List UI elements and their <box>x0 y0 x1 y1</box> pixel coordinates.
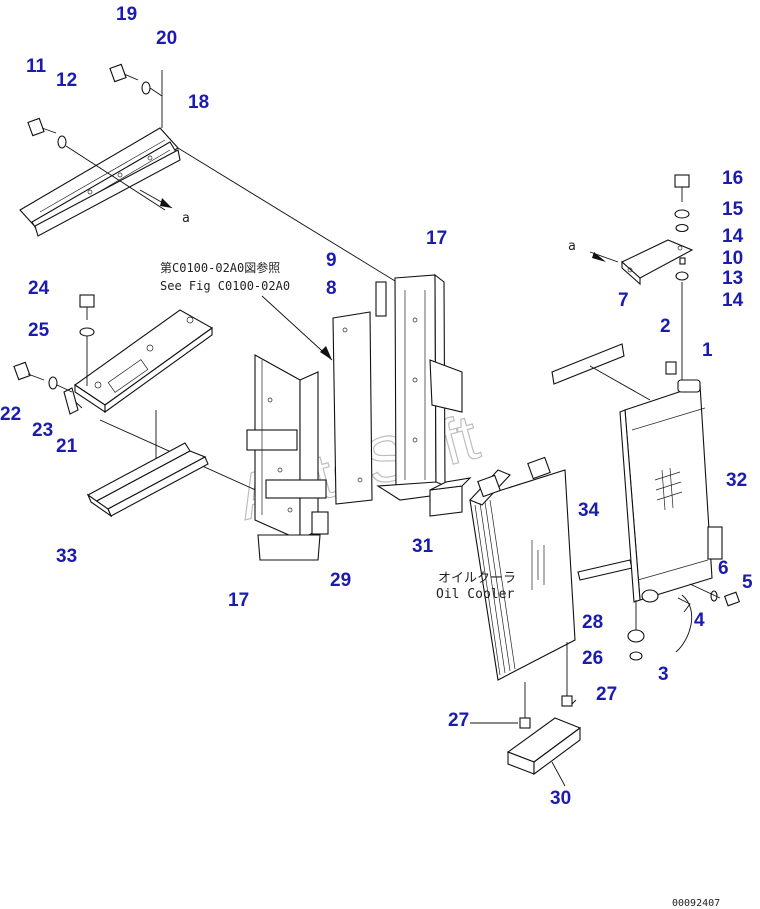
part-number-labels: 19 20 11 12 18 16 15 14 10 13 14 17 9 8 … <box>0 4 753 809</box>
bolt-part-16 <box>674 174 690 202</box>
part-label-23: 22 <box>0 404 21 425</box>
upright-frame-part-18 <box>376 273 463 501</box>
part-label-7: 7 <box>618 290 629 311</box>
part-label-34: 34 <box>578 500 600 521</box>
reference-note-en: See Fig C0100-02A0 <box>160 279 290 293</box>
cap-part-27-right <box>629 651 643 661</box>
reference-note-jp: 第C0100-02A0図参照 <box>160 260 280 275</box>
part-label-12: 12 <box>56 70 77 91</box>
washer-part-26 <box>79 327 95 337</box>
hose-part-3 <box>675 594 693 653</box>
part-label-17: 17 <box>228 590 249 611</box>
part-label-32: 29 <box>330 570 351 591</box>
part-label-4: 4 <box>694 610 705 631</box>
cap-part-28 <box>627 629 645 643</box>
oil-cooler-label-jp: オイルクーラ <box>438 571 516 586</box>
seal-strip-part-34 <box>577 559 633 581</box>
cap-part-27-bottom-right <box>561 642 573 707</box>
svg-text:a: a <box>182 211 190 226</box>
oil-cooler-label-en: Oil Cooler <box>436 587 514 602</box>
part-label-27-right: 26 <box>582 648 603 669</box>
part-label-10: 10 <box>722 248 743 269</box>
tray-part-29 <box>506 717 582 776</box>
washer-part-12 <box>57 135 67 149</box>
part-label-15: 15 <box>722 199 744 220</box>
plug-part-5 <box>723 591 741 607</box>
washer-part-6 <box>710 590 718 602</box>
part-label-18: 17 <box>426 228 447 249</box>
part-label-6: 6 <box>718 558 729 579</box>
radiator-grid-icon <box>654 467 683 511</box>
washer-part-14-bottom <box>675 271 689 281</box>
part-label-5: 5 <box>742 572 753 593</box>
part-label-30: 31 <box>412 536 434 557</box>
part-label-20: 19 <box>116 4 137 25</box>
view-arrow-a-right: a <box>568 239 619 263</box>
part-label-14-bottom: 14 <box>722 290 744 311</box>
pin-part-13 <box>679 257 686 265</box>
part-label-27-lower-left: 27 <box>448 710 469 731</box>
part-label-8: 8 <box>326 278 337 299</box>
part-label-25: 24 <box>28 278 50 299</box>
upper-bracket-part-19 <box>19 70 181 237</box>
seal-strip-part-33 <box>86 442 209 518</box>
clip-part-4 <box>677 597 691 613</box>
part-label-16: 16 <box>722 168 743 189</box>
part-label-26: 25 <box>28 320 50 341</box>
part-label-24: 23 <box>32 420 53 441</box>
part-label-14-top: 14 <box>722 226 744 247</box>
bolt-part-11 <box>27 117 57 137</box>
stand-bracket-part-17 <box>246 354 327 561</box>
oil-cooler-core <box>469 456 576 681</box>
washer-part-24 <box>48 376 58 390</box>
cap-part-27-bottom-left <box>519 682 531 729</box>
bolt-part-20 <box>109 63 139 83</box>
washer-part-21 <box>141 81 151 95</box>
part-label-33: 33 <box>56 546 77 567</box>
spacer-block-part-30 <box>429 477 472 517</box>
part-label-9: 9 <box>326 250 337 271</box>
part-label-2: 2 <box>660 316 671 337</box>
part-label-19: 18 <box>188 92 209 113</box>
part-label-27-lower-right: 27 <box>596 684 617 705</box>
washer-part-15 <box>674 209 690 219</box>
svg-text:a: a <box>568 239 576 254</box>
seal-strip-part-9 <box>375 281 387 317</box>
mount-bracket-part-10 <box>621 239 694 286</box>
seal-block-part-31 <box>707 526 723 560</box>
radiator-core-part-1 <box>619 379 713 603</box>
side-plate-part-8 <box>332 311 373 505</box>
part-label-22: 21 <box>56 436 78 457</box>
frame-plate-part-22 <box>63 309 214 415</box>
part-label-28: 28 <box>582 612 603 633</box>
part-label-3: 3 <box>658 664 669 685</box>
part-label-31: 32 <box>726 470 747 491</box>
part-label-29: 30 <box>550 788 571 809</box>
view-arrow-a-left: a <box>139 189 190 226</box>
seal-strip-part-7 <box>551 343 625 385</box>
part-label-21: 20 <box>156 28 177 49</box>
bolt-part-23 <box>13 361 45 381</box>
spacer-block-part-32 <box>311 511 329 535</box>
nut-part-2 <box>665 361 677 375</box>
part-label-11: 11 <box>26 56 47 77</box>
drawing-number: 00092407 <box>672 898 720 909</box>
bolt-part-25 <box>79 294 95 320</box>
part-label-1: 1 <box>702 340 713 361</box>
part-label-13: 13 <box>722 268 743 289</box>
washer-part-14-top <box>675 223 689 233</box>
